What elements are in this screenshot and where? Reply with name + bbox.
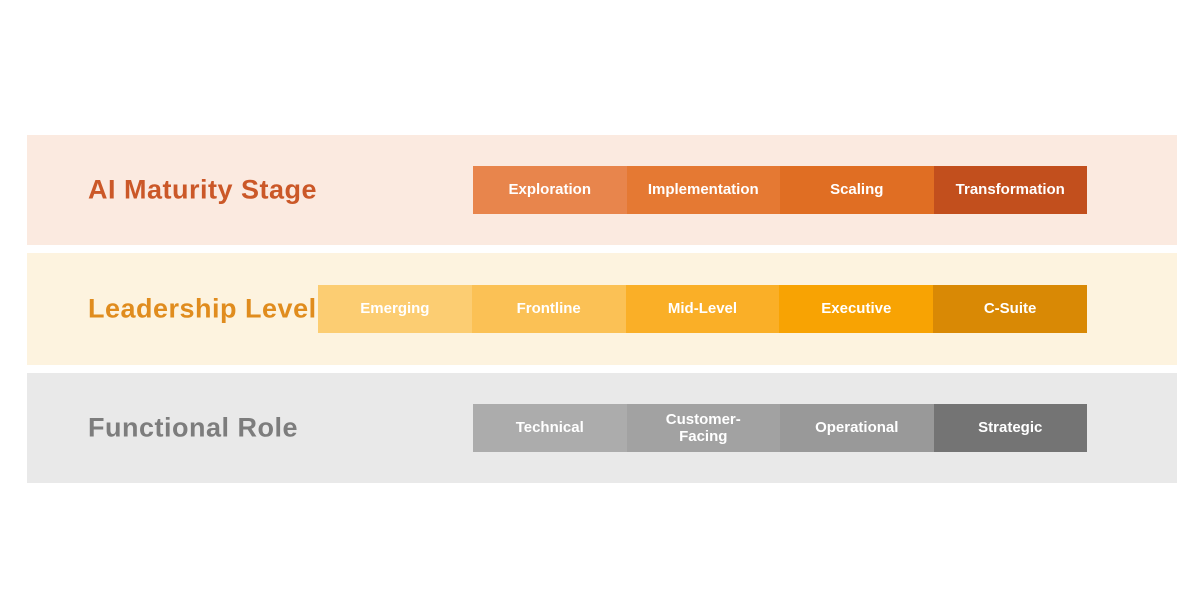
band-label-ai-maturity-stage: AI Maturity Stage	[88, 174, 318, 205]
segment-scaling: Scaling	[780, 166, 934, 214]
segment-technical-label: Technical	[515, 419, 584, 437]
segment-implementation-label: Implementation	[647, 181, 759, 199]
segment-implementation: Implementation	[626, 166, 780, 214]
segment-frontline: Frontline	[471, 285, 626, 333]
segment-row-leadership-level: Emerging Frontline Mid-Level Executive C…	[318, 285, 1087, 333]
segment-transformation: Transformation	[933, 166, 1087, 214]
segment-emerging: Emerging	[318, 285, 472, 333]
band-label-leadership-level: Leadership Level	[88, 293, 317, 324]
segment-technical: Technical	[473, 404, 627, 452]
segment-c-suite-label: C-Suite	[983, 300, 1037, 318]
segment-customer-facing-label: Customer-Facing	[665, 410, 741, 445]
segment-emerging-label: Emerging	[360, 300, 430, 318]
segment-mid-level-label: Mid-Level	[667, 300, 738, 318]
segment-scaling-label: Scaling	[830, 181, 884, 199]
segment-operational-label: Operational	[815, 419, 899, 437]
segment-frontline-label: Frontline	[516, 300, 581, 318]
band-label-functional-role: Functional Role	[88, 412, 298, 443]
segment-transformation-label: Transformation	[955, 181, 1065, 199]
band-leadership-level: Leadership Level Emerging Frontline Mid-…	[27, 253, 1177, 365]
segment-row-ai-maturity-stage: Exploration Implementation Scaling Trans…	[473, 166, 1087, 214]
band-ai-maturity-stage: AI Maturity Stage Exploration Implementa…	[27, 135, 1177, 245]
segment-exploration: Exploration	[473, 166, 627, 214]
segment-strategic: Strategic	[933, 404, 1087, 452]
segment-exploration-label: Exploration	[508, 181, 591, 199]
segment-executive-label: Executive	[821, 300, 892, 318]
segment-executive: Executive	[779, 285, 934, 333]
segment-row-functional-role: Technical Customer-Facing Operational St…	[473, 404, 1087, 452]
segment-strategic-label: Strategic	[978, 419, 1043, 437]
segment-c-suite: C-Suite	[933, 285, 1087, 333]
segment-operational: Operational	[780, 404, 934, 452]
segment-mid-level: Mid-Level	[625, 285, 780, 333]
segment-customer-facing: Customer-Facing	[626, 404, 780, 452]
band-functional-role: Functional Role Technical Customer-Facin…	[27, 373, 1177, 483]
